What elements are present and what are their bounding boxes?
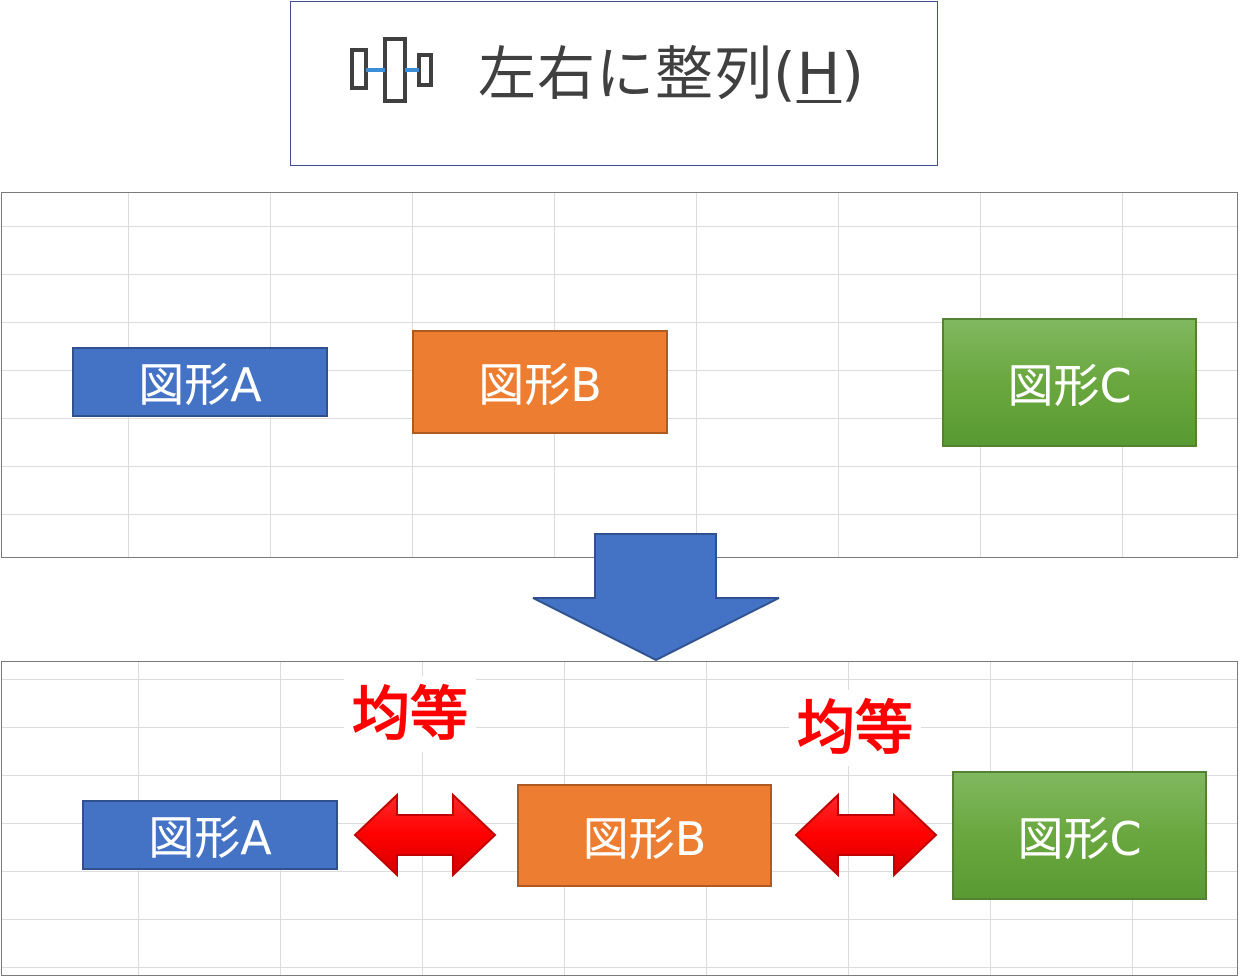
shape-a-before[interactable]: 図形A: [72, 347, 328, 417]
shape-b-after[interactable]: 図形B: [517, 784, 772, 887]
double-headed-arrow-icon-right: [794, 792, 938, 878]
double-headed-arrow-icon-left: [353, 792, 497, 878]
equal-spacing-label-left: 均等: [344, 676, 477, 752]
shape-c-before[interactable]: 図形C: [942, 318, 1197, 447]
shape-a-after[interactable]: 図形A: [82, 800, 338, 870]
accelerator-key: H: [796, 40, 842, 108]
shape-c-after[interactable]: 図形C: [952, 771, 1207, 900]
down-arrow-icon: [532, 533, 780, 662]
command-label: 左右に整列(H): [478, 40, 865, 108]
align-center-horizontal-icon: [350, 37, 433, 103]
shape-b-before[interactable]: 図形B: [412, 330, 668, 434]
equal-spacing-label-right: 均等: [789, 690, 922, 766]
